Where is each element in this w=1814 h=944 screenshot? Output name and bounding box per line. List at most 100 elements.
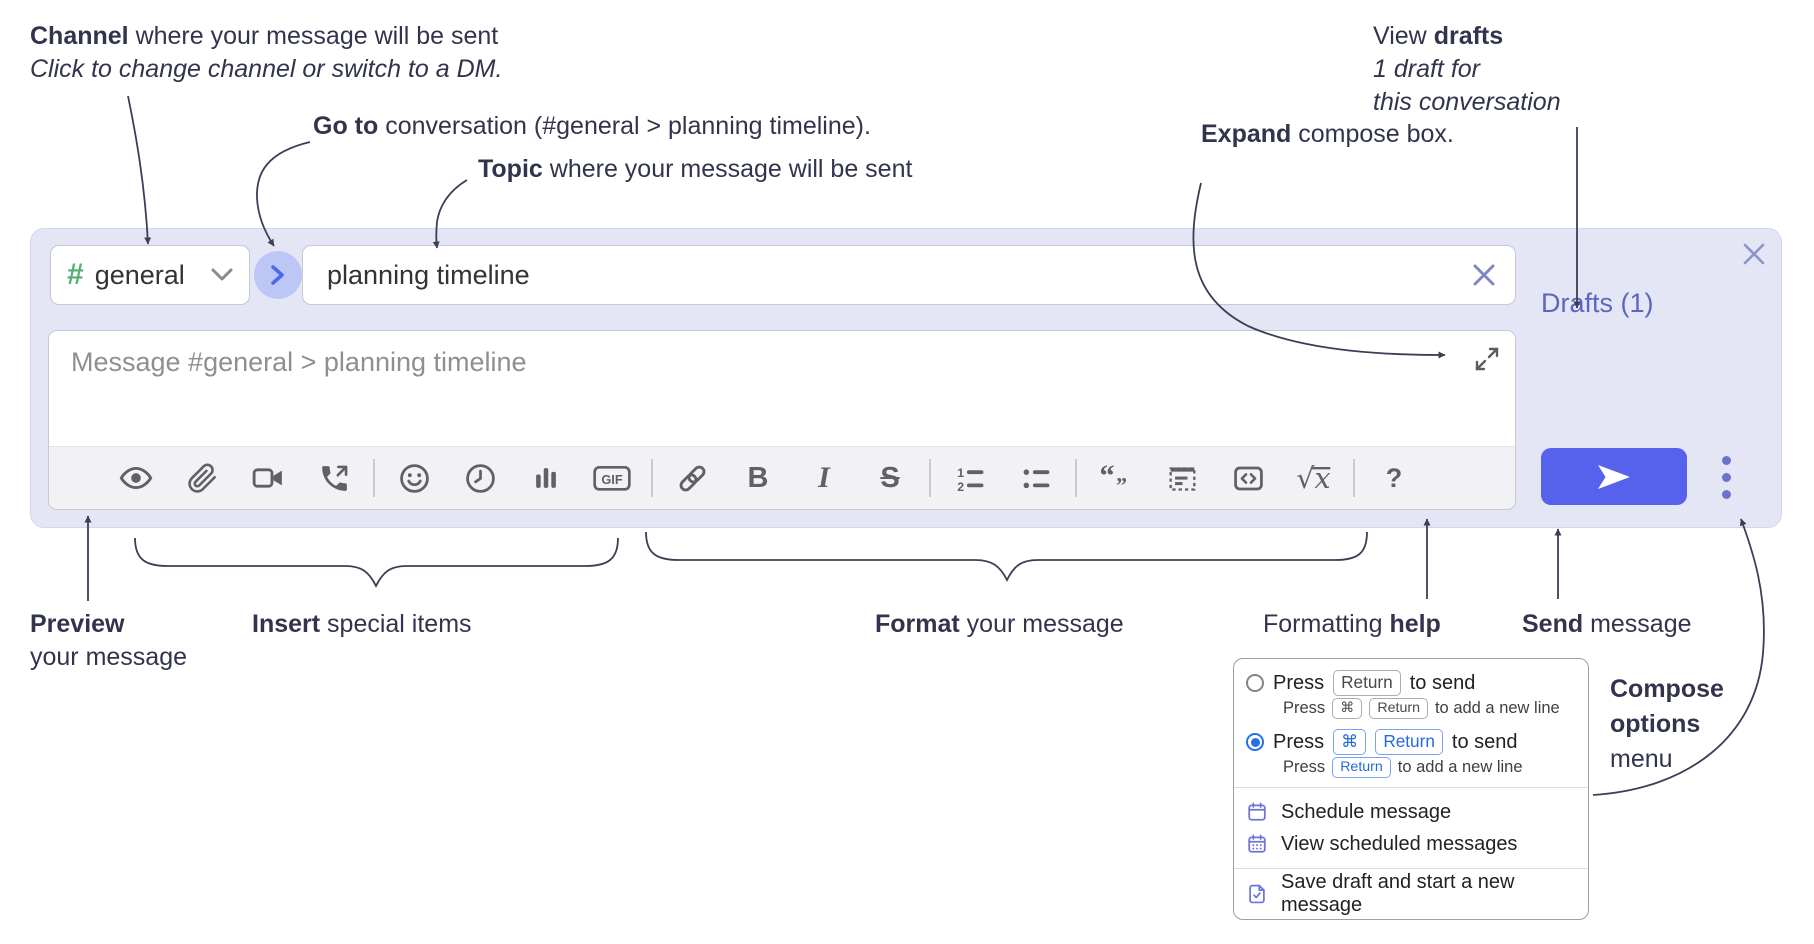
go-to-conversation-button[interactable] (254, 251, 302, 299)
preview-button[interactable] (103, 455, 169, 501)
send-icon (1598, 464, 1630, 489)
send-shortcut-option-return-subtext: Press ⌘ Return to add a new line (1283, 697, 1574, 720)
question-mark-icon: ? (1385, 462, 1403, 493)
message-input[interactable] (49, 331, 1515, 446)
numbered-list-button[interactable]: 1 2 (937, 455, 1003, 501)
emoji-button[interactable] (381, 455, 447, 501)
gif-button[interactable]: GIF (579, 455, 645, 501)
menu-item-schedule-message[interactable]: Schedule message (1246, 796, 1574, 828)
gif-icon: GIF (593, 466, 631, 491)
topic-input[interactable] (325, 258, 1467, 292)
link-button[interactable] (659, 455, 725, 501)
bold-button[interactable]: B (725, 455, 791, 501)
strikethrough-button[interactable]: S (857, 455, 923, 501)
radio-selected-icon[interactable] (1246, 733, 1264, 751)
format-annotation: Format your message (875, 610, 1124, 638)
close-compose-button[interactable] (1738, 238, 1770, 270)
numbered-list-icon: 1 2 (957, 466, 983, 493)
close-icon (1473, 264, 1495, 286)
formatting-help-button[interactable]: ? (1361, 455, 1427, 501)
clock-icon (465, 463, 495, 493)
insert-annotation: Insert special items (252, 610, 472, 638)
calendar-icon (1248, 802, 1266, 821)
svg-text:1: 1 (957, 466, 964, 480)
radio-unselected-icon[interactable] (1246, 674, 1264, 692)
chevron-right-icon (271, 265, 284, 285)
view-drafts-annotation: View drafts 1 draft for this conversatio… (1373, 22, 1561, 116)
drafts-link[interactable]: Drafts (1) (1541, 288, 1654, 318)
ellipsis-dot (1721, 455, 1731, 465)
expand-compose-button[interactable] (1473, 345, 1501, 373)
ellipsis-dot (1721, 489, 1731, 499)
send-shortcut-option-cmd-return-subtext: Press Return to add a new line (1283, 756, 1574, 779)
italic-button[interactable]: I (791, 455, 857, 501)
video-call-button[interactable] (235, 455, 301, 501)
svg-text:2: 2 (957, 479, 964, 493)
chevron-down-icon (211, 268, 233, 281)
compose-toolbar: GIF B I S 1 2 (49, 446, 1515, 509)
svg-text:“: “ (1100, 462, 1115, 492)
menu-divider (1234, 787, 1588, 788)
toolbar-separator (929, 459, 931, 497)
math-button[interactable]: √x (1281, 455, 1347, 501)
quote-button[interactable]: “ ” (1083, 455, 1149, 501)
topic-field (302, 245, 1516, 305)
spoiler-button[interactable] (1149, 455, 1215, 501)
insert-brace (134, 537, 619, 589)
topic-annotation: Topic where your message will be sent (478, 155, 913, 183)
toolbar-separator (1353, 459, 1355, 497)
toolbar-separator (373, 459, 375, 497)
channel-name: general (94, 259, 185, 290)
document-check-icon (1249, 884, 1265, 904)
attach-file-button[interactable] (169, 455, 235, 501)
message-compose-area: GIF B I S 1 2 (48, 330, 1516, 510)
menu-item-view-scheduled-messages[interactable]: View scheduled messages (1246, 828, 1574, 860)
svg-text:”: ” (1116, 472, 1127, 495)
strikethrough-icon: S (880, 461, 900, 494)
clear-topic-button[interactable] (1467, 258, 1501, 292)
calendar-grid-icon (1248, 834, 1266, 853)
send-shortcut-option-cmd-return[interactable]: Press ⌘ Return to send (1246, 728, 1574, 756)
bold-icon: B (747, 461, 769, 494)
poll-button[interactable] (513, 455, 579, 501)
italic-icon: I (818, 461, 830, 494)
svg-text:GIF: GIF (601, 472, 623, 487)
goto-annotation: Go to conversation (#general > planning … (313, 112, 871, 140)
video-camera-icon (252, 468, 282, 488)
toolbar-separator (651, 459, 653, 497)
math-latex-icon: √x (1296, 462, 1330, 495)
formatting-help-annotation: Formatting help (1263, 610, 1441, 638)
svg-text:√x: √x (1296, 462, 1330, 495)
bulleted-list-icon (1023, 468, 1049, 488)
expand-annotation: Expand compose box. (1201, 120, 1454, 148)
channel-selector[interactable]: # general (50, 245, 250, 305)
compose-options-annotation: Compose options menu (1610, 675, 1724, 773)
time-button[interactable] (447, 455, 513, 501)
spoiler-icon (1169, 466, 1195, 491)
menu-item-save-draft-new-message[interactable]: Save draft and start a new message (1246, 871, 1574, 916)
compose-options-button[interactable] (1708, 450, 1744, 504)
eye-icon (119, 466, 153, 490)
bulleted-list-button[interactable] (1003, 455, 1069, 501)
channel-annotation: Channel where your message will be sent … (30, 22, 503, 83)
ellipsis-dot (1721, 472, 1731, 482)
bar-chart-icon (536, 468, 556, 488)
code-icon (1233, 466, 1263, 490)
menu-divider (1234, 868, 1588, 869)
expand-icon (1475, 347, 1499, 371)
send-button[interactable] (1541, 448, 1687, 505)
format-brace (645, 531, 1368, 583)
channel-hash-icon: # (67, 258, 84, 291)
paperclip-icon (187, 463, 216, 493)
voice-call-button[interactable] (301, 455, 367, 501)
link-icon (679, 465, 705, 491)
send-annotation: Send message (1522, 610, 1692, 638)
code-button[interactable] (1215, 455, 1281, 501)
send-shortcut-option-return[interactable]: Press Return to send (1246, 669, 1574, 697)
channel-arrow (127, 95, 152, 245)
phone-call-icon (321, 465, 347, 491)
smiley-icon (399, 463, 429, 493)
toolbar-separator (1075, 459, 1077, 497)
compose-options-menu: Press Return to send Press ⌘ Return to a… (1233, 658, 1589, 920)
preview-annotation: Preview your message (30, 610, 188, 671)
